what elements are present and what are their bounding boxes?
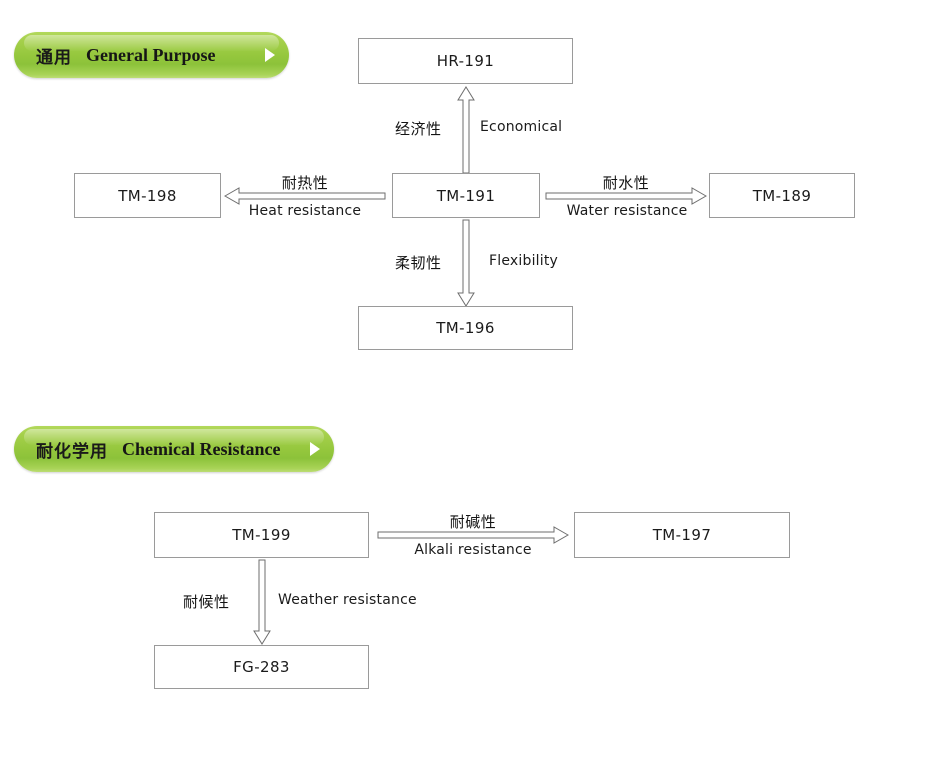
edge-label-heat-resistance-en: Heat resistance [248,203,362,219]
arrow-flexibility-down [457,219,475,307]
node-fg-283[interactable]: FG-283 [154,645,369,689]
node-tm-191[interactable]: TM-191 [392,173,540,218]
banner-label-en: General Purpose [86,44,216,65]
edge-label-alkali-resistance-cn: 耐碱性 [449,513,497,531]
banner-label-cn: 通用 [36,47,72,68]
node-label: TM-196 [436,319,495,337]
node-tm-199[interactable]: TM-199 [154,512,369,558]
edge-label-heat-resistance-cn: 耐热性 [281,174,329,192]
node-tm-197[interactable]: TM-197 [574,512,790,558]
node-label: TM-199 [232,526,291,544]
edge-label-flexibility-en: Flexibility [489,253,559,269]
node-label: FG-283 [233,658,290,676]
banner-label-cn: 耐化学用 [36,441,108,462]
edge-label-alkali-resistance-en: Alkali resistance [414,542,532,558]
node-tm-189[interactable]: TM-189 [709,173,855,218]
edge-label-economical-cn: 经济性 [395,120,442,138]
edge-label-weather-resistance-cn: 耐候性 [183,593,230,611]
triangle-right-icon [265,48,275,62]
arrow-alkali-resistance-right [377,526,570,544]
edge-label-water-resistance-en: Water resistance [566,203,688,219]
banner-general-purpose[interactable]: 通用 General Purpose [14,32,289,78]
banner-label-en: Chemical Resistance [122,438,281,459]
edge-label-weather-resistance-en: Weather resistance [278,592,417,608]
arrow-water-resistance-right [545,187,708,205]
node-label: TM-189 [752,186,812,205]
node-label: HR-191 [436,52,495,70]
banner-chemical-resistance[interactable]: 耐化学用 Chemical Resistance [14,426,334,472]
node-label: TM-191 [436,186,496,205]
edge-label-water-resistance-cn: 耐水性 [602,174,650,192]
node-tm-198[interactable]: TM-198 [74,173,221,218]
edge-label-economical-en: Economical [480,119,563,135]
arrow-heat-resistance-left [223,187,386,205]
node-tm-196[interactable]: TM-196 [358,306,573,350]
node-label: TM-198 [118,186,177,205]
edge-label-flexibility-cn: 柔韧性 [395,254,442,272]
node-label: TM-197 [652,526,712,544]
arrow-economical-up [457,86,475,174]
node-hr-191[interactable]: HR-191 [358,38,573,84]
triangle-right-icon [310,442,320,456]
arrow-weather-resistance-down [253,559,271,645]
